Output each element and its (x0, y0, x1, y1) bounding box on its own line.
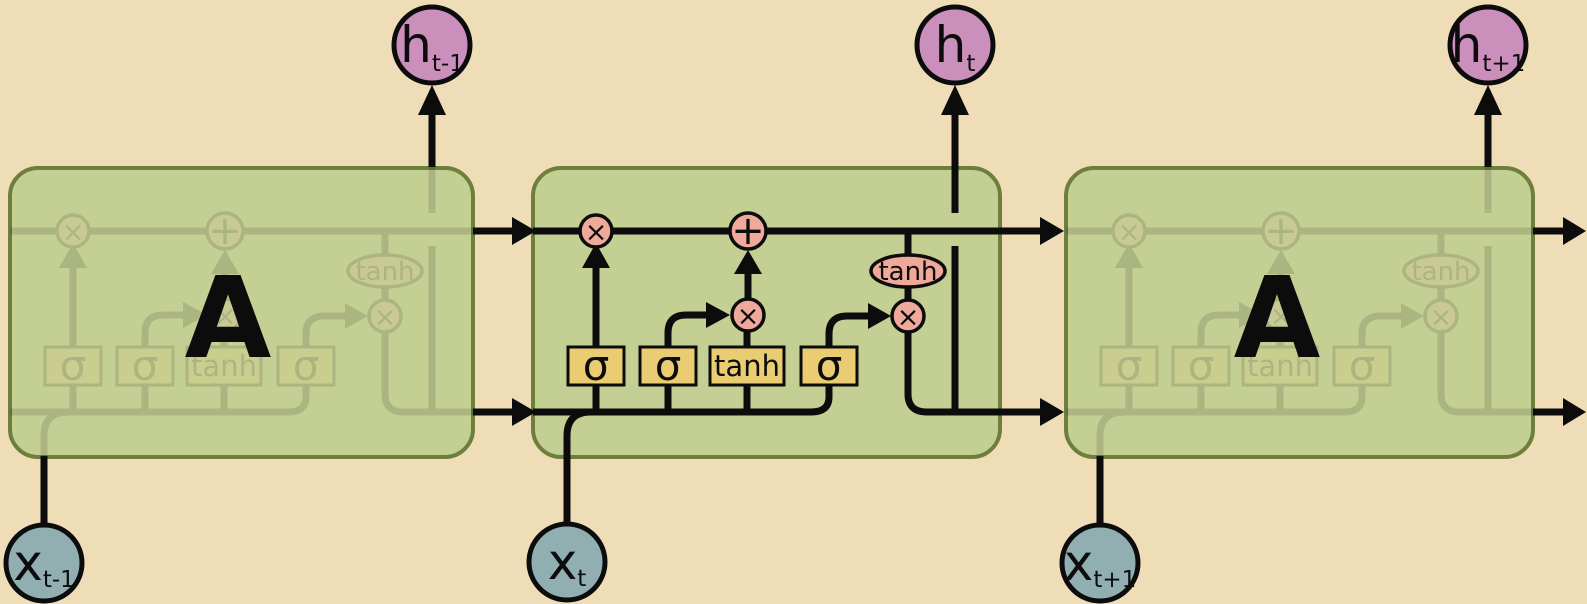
output-gate-label: σ (816, 341, 843, 390)
x-next-label: xt+1 (1064, 534, 1137, 593)
hidden-arrow-exit-head-icon (1563, 398, 1586, 426)
output-arrow-line (825, 312, 868, 347)
input-nodes: xt-1 xt xt+1 (3, 521, 1141, 604)
forget-gate-box (566, 345, 626, 387)
input-gate-box (638, 345, 698, 387)
cell-right-label: A (1234, 254, 1321, 384)
h-prev-arrowhead-icon (418, 85, 446, 115)
x-next-node (1059, 522, 1141, 604)
state-arrow-gap1-head-icon (512, 217, 536, 245)
multiply-forget-label: × (585, 217, 608, 248)
multiply-input-label: × (737, 301, 760, 332)
candidate-gate-label: tanh (714, 349, 780, 383)
input-gate-label: σ (655, 341, 682, 390)
multiply-output-label: × (897, 302, 920, 333)
state-arrow-gap2-head-icon (1040, 217, 1064, 245)
input-line (533, 385, 833, 416)
h-prev-label: ht-1 (400, 16, 464, 77)
h-next-arrowhead-icon (1474, 85, 1502, 115)
forget-arrowhead-icon (582, 243, 610, 268)
multiply-forget-op (578, 213, 614, 249)
to-add-arrowhead-icon (734, 250, 762, 274)
x-input-curve (563, 408, 592, 458)
x-input-stems (40, 456, 1104, 524)
output-gate-box (799, 345, 859, 387)
h-curr-label: ht (935, 16, 976, 77)
input-arrow-line (664, 311, 706, 347)
cell-left-label: A (185, 254, 272, 384)
multiply-input-op (730, 297, 766, 333)
cell-internals: × + × tanh × σ σ tanh σ (533, 167, 1000, 458)
hidden-arrow-gap2-head-icon (1040, 398, 1064, 426)
add-label: + (731, 208, 765, 254)
forget-gate-label: σ (583, 341, 610, 390)
h-curr-node (914, 4, 996, 86)
hidden-state-nodes: ht-1 ht ht+1 (391, 4, 1529, 86)
output-arrowhead-icon (868, 303, 891, 329)
x-curr-node (526, 521, 608, 603)
h-next-label: ht+1 (1451, 16, 1526, 77)
input-arrowhead-icon (706, 302, 730, 328)
h-curr-arrowhead-icon (941, 85, 969, 115)
hidden-arrow-gap1-head-icon (512, 398, 536, 426)
x-prev-node (3, 522, 85, 604)
candidate-gate-box (708, 345, 786, 387)
h-prev-node (391, 4, 473, 86)
tanh-output-label: tanh (878, 257, 937, 287)
h-output-arrows (418, 85, 1502, 167)
tanh-output-op (869, 253, 947, 289)
state-arrow-exit-head-icon (1563, 217, 1586, 245)
h-next-node (1447, 4, 1529, 86)
add-op (728, 211, 768, 251)
multiply-output-op (890, 298, 926, 334)
inter-cell-arrows (473, 217, 1586, 426)
x-curr-label: xt (548, 533, 587, 592)
x-prev-label: xt-1 (13, 534, 75, 593)
cell-state-drop-line (904, 231, 1000, 416)
